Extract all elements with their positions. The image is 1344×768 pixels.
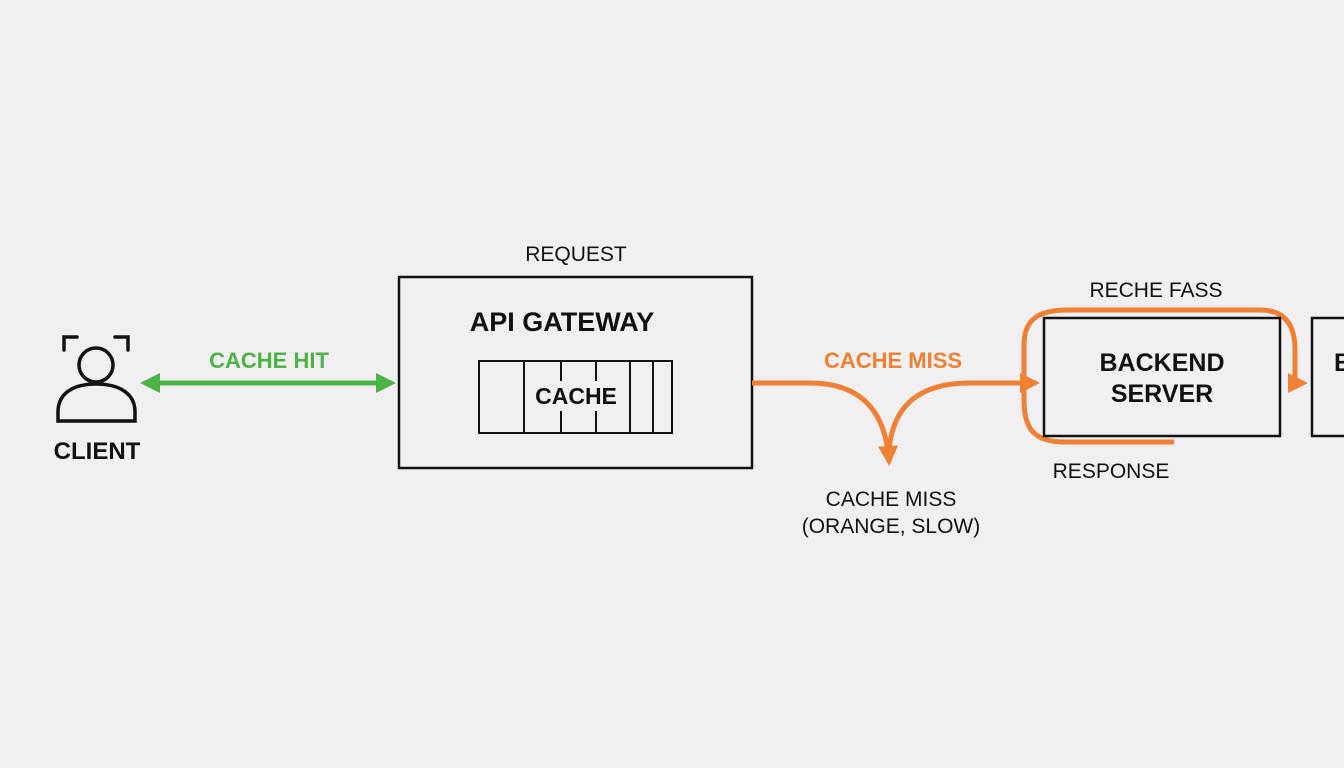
cache-label: CACHE — [535, 383, 617, 409]
backend-server-box — [1042, 316, 1282, 438]
reche-label: RECHE FASS — [1089, 279, 1222, 302]
cache-label-bg — [528, 381, 624, 411]
partial-node-label: B — [1334, 349, 1344, 377]
partial-node-box — [1310, 316, 1344, 438]
cache-miss-note-line1: CACHE MISS — [826, 488, 957, 511]
cache-miss-label: CACHE MISS — [824, 348, 962, 373]
backend-label-line1: BACKEND — [1100, 349, 1225, 377]
cache-hit-label: CACHE HIT — [209, 348, 329, 373]
backend-loop-path — [1021, 307, 1308, 445]
api-gateway-title: API GATEWAY — [470, 307, 655, 337]
response-label: RESPONSE — [1053, 460, 1170, 483]
request-label: REQUEST — [525, 243, 627, 266]
backend-label-line2: SERVER — [1111, 380, 1213, 408]
cache-block — [478, 360, 673, 434]
client-label: CLIENT — [54, 438, 141, 465]
user-icon — [56, 335, 137, 423]
api-gateway-box — [397, 275, 754, 470]
cache-miss-note-line2: (ORANGE, SLOW) — [802, 515, 981, 538]
cache-miss-path-right — [886, 373, 1040, 451]
cache-miss-path-left — [752, 380, 899, 466]
